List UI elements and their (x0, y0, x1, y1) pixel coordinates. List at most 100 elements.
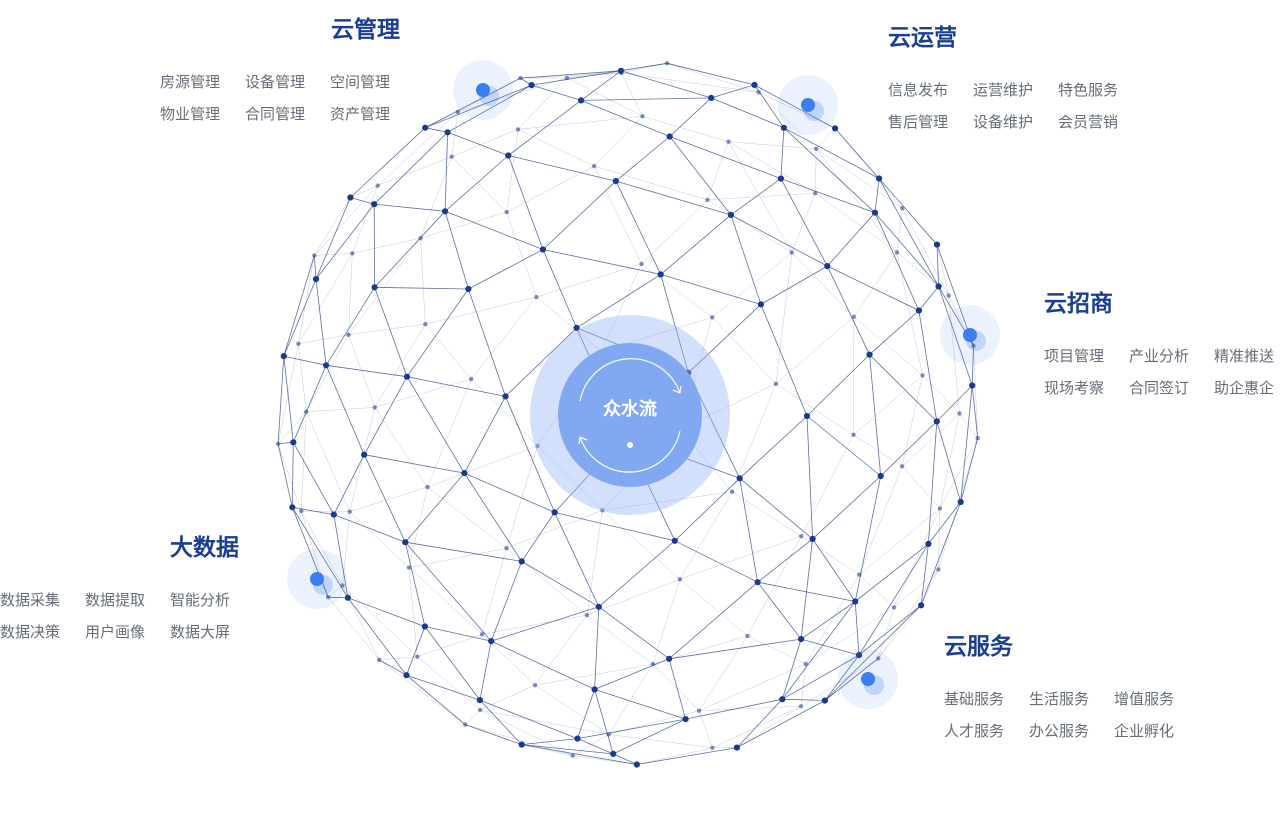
sphere-node (754, 579, 761, 586)
sphere-edge (880, 421, 938, 477)
sphere-edge (315, 203, 375, 280)
sphere-edge (283, 255, 315, 357)
sphere-edge (572, 734, 609, 756)
sphere-node (375, 183, 380, 188)
sphere-edge (679, 579, 748, 637)
sphere-node (779, 696, 786, 703)
sphere-node (422, 124, 429, 131)
sphere-edge (874, 212, 939, 287)
sphere-edge (406, 376, 506, 397)
sphere-edge (960, 438, 979, 503)
sphere-node (639, 261, 644, 267)
sphere-edge (918, 310, 938, 422)
sphere-edge (506, 445, 538, 549)
sphere-edge (531, 70, 622, 86)
sphere-edge (333, 514, 349, 598)
sphere-node (578, 97, 585, 104)
sphere-edge (537, 445, 603, 511)
sphere-edge (534, 684, 609, 735)
sphere-edge (325, 365, 365, 455)
sphere-edge (471, 378, 538, 447)
sphere-node (946, 293, 951, 298)
sphere-edge (491, 640, 595, 690)
sphere-edge (406, 674, 466, 725)
sphere-edge (641, 199, 708, 265)
sphere-edge (374, 407, 428, 488)
sphere-edge (660, 214, 732, 275)
sphere-edge (739, 477, 813, 540)
sphere-node (551, 509, 558, 516)
sphere-node (726, 139, 731, 144)
sphere-edge (542, 249, 661, 275)
sphere-node (710, 315, 715, 320)
sphere-edge (349, 407, 376, 512)
sphere-edge (878, 607, 895, 659)
sphere-node (591, 163, 597, 169)
sphere-node (971, 343, 976, 348)
sphere-edge (815, 148, 817, 194)
sphere-edge (800, 663, 806, 707)
sphere-edge (939, 438, 978, 509)
cloud-operations-marker (778, 75, 838, 135)
sphere-edge (379, 656, 418, 661)
sphere-edge (313, 255, 317, 280)
marker-dot (861, 672, 875, 686)
sphere-edge (652, 663, 700, 711)
sphere-edge (869, 354, 882, 477)
sphere-edge (936, 244, 939, 287)
sphere-edge (791, 252, 855, 317)
sphere-node (477, 707, 483, 713)
sphere-edge (620, 70, 712, 99)
sphere-edge (712, 706, 802, 749)
sphere-node (821, 697, 829, 704)
sphere-node (876, 656, 881, 661)
sphere-edge (348, 323, 426, 335)
sphere-edge (479, 641, 492, 701)
sphere-edge (292, 365, 327, 443)
category-item: 企业孵化 (1114, 722, 1175, 740)
sphere-edge (939, 413, 960, 509)
sphere-node (798, 704, 804, 709)
sphere-edge (373, 132, 448, 205)
sphere-node (361, 451, 368, 458)
sphere-edge (444, 155, 509, 212)
sphere-edge (464, 472, 523, 562)
sphere-edge (667, 63, 759, 93)
sphere-edge (554, 512, 675, 542)
sphere-edge (878, 569, 939, 659)
sphere-edge (451, 111, 459, 157)
sphere-edge (314, 197, 351, 256)
sphere-edge (598, 606, 670, 660)
sphere-edge (938, 508, 941, 570)
sphere-edge (350, 127, 426, 198)
sphere-edge (425, 84, 532, 129)
sphere-edge (404, 541, 492, 642)
sphere-node (773, 381, 779, 386)
sphere-edge (859, 574, 895, 608)
sphere-edge (425, 324, 472, 380)
sphere-edge (869, 310, 920, 355)
sphere-edge (936, 385, 973, 422)
sphere-edge (378, 659, 407, 676)
category-item: 资产管理 (330, 105, 391, 123)
sphere-node (705, 197, 710, 203)
sphere-edge (920, 543, 929, 606)
category-items: 房源管理 设备管理 空间管理 物业管理 合同管理 资产管理 (160, 72, 390, 124)
sphere-edge (283, 356, 294, 443)
sphere-node (780, 124, 788, 131)
sphere-node (573, 324, 580, 331)
sphere-edge (674, 478, 740, 542)
sphere-node (371, 201, 378, 208)
sphere-node (751, 81, 758, 88)
marker-dot (310, 572, 324, 586)
marker-dot (476, 83, 490, 97)
sphere-edge (853, 434, 903, 467)
sphere-edge (377, 111, 458, 186)
sphere-edge (306, 407, 375, 412)
sphere-node (876, 175, 883, 182)
sphere-node (891, 605, 897, 610)
sphere-edge (447, 84, 532, 133)
category-item: 运营维护 (973, 81, 1034, 99)
sphere-edge (517, 129, 595, 167)
